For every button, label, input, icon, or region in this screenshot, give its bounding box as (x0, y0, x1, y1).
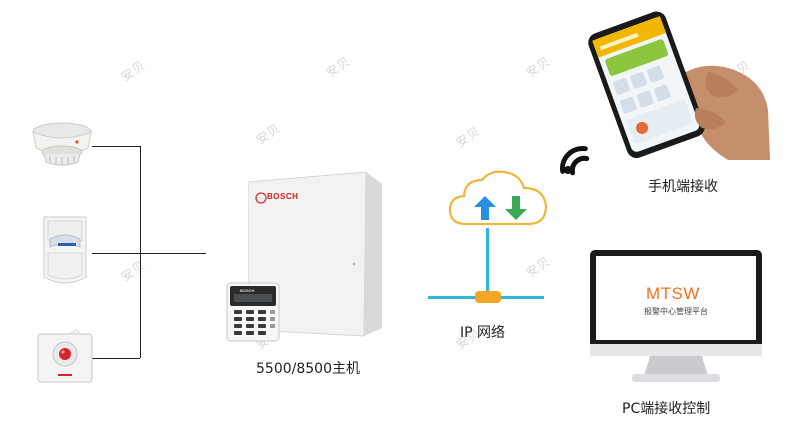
keypad-icon (226, 282, 280, 342)
wifi-signal-icon (560, 146, 590, 176)
upload-arrow-icon (474, 196, 496, 220)
keypad-brand: BOSCH (240, 288, 255, 293)
wire-button (92, 358, 140, 360)
smartphone-icon (588, 11, 770, 160)
download-arrow-icon (505, 196, 527, 220)
network-vertical-line (486, 228, 489, 298)
smoke-detector-icon (32, 122, 92, 166)
watermark: 安贝 (523, 253, 553, 281)
panel-caption: 5500/8500主机 (256, 361, 360, 377)
watermark: 安贝 (523, 53, 553, 81)
watermark: 安贝 (323, 53, 353, 81)
mtsw-subtitle: 报警中心管理平台 (644, 307, 708, 316)
watermark: 安贝 (118, 257, 148, 285)
emergency-button-icon (37, 333, 93, 383)
wire-pir (92, 253, 206, 255)
wire-smoke (92, 146, 140, 148)
network-caption: IP 网络 (460, 325, 506, 341)
pc-caption: PC端接收控制 (622, 401, 711, 417)
watermark: 安贝 (118, 57, 148, 85)
network-connector (475, 291, 501, 303)
panel-brand: BOSCH (267, 192, 299, 201)
watermark: 安贝 (453, 123, 483, 151)
monitor-icon (590, 250, 762, 382)
phone-caption: 手机端接收 (648, 179, 718, 195)
wire-bus (140, 146, 142, 358)
pir-detector-icon (43, 216, 87, 284)
watermark: 安贝 (253, 120, 283, 148)
mtsw-title: MTSW (646, 284, 700, 303)
cloud-icon (448, 170, 548, 226)
